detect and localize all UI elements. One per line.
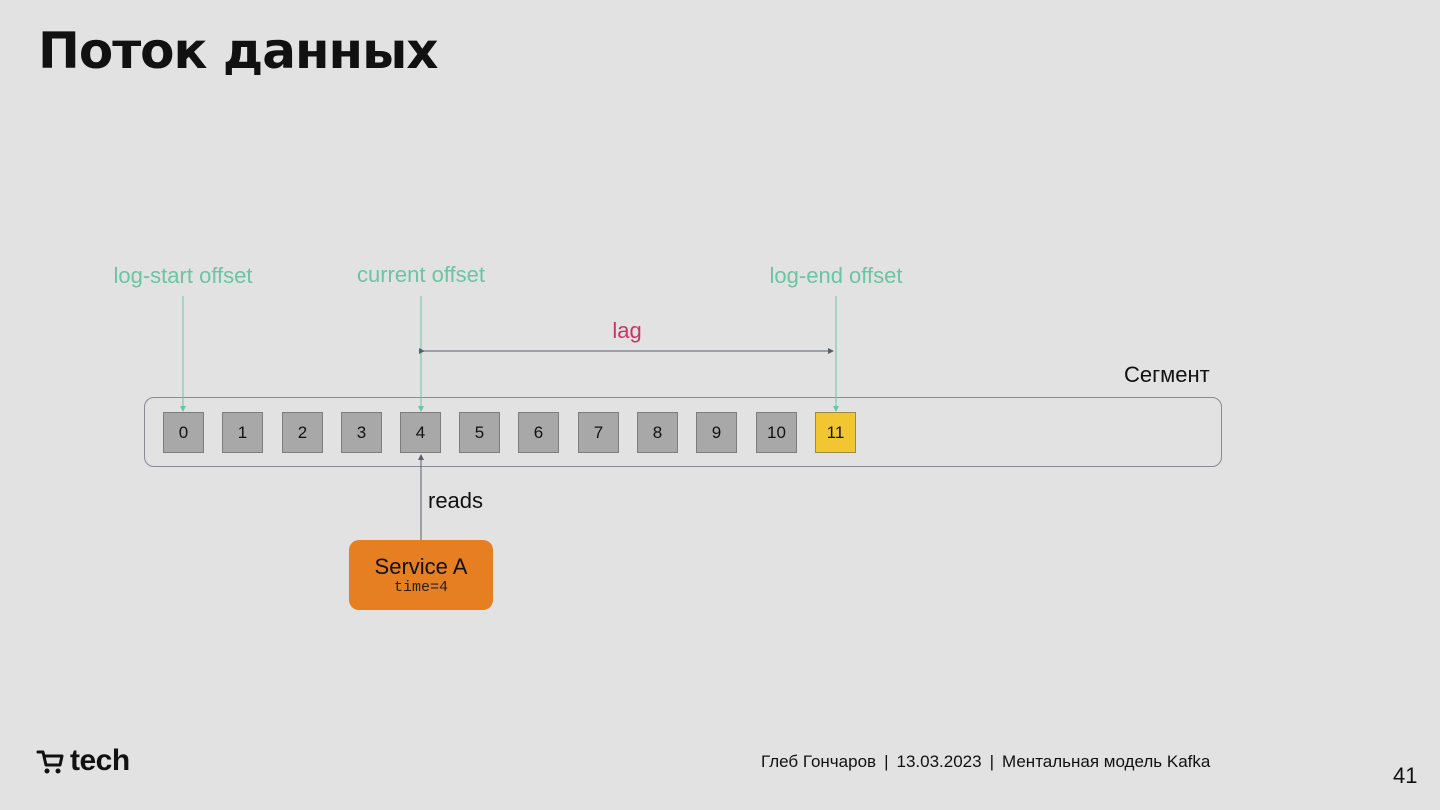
- offset-cell-0: 0: [163, 412, 204, 453]
- footer-talk: Ментальная модель Kafka: [1002, 752, 1211, 771]
- logo-text: tech: [70, 744, 130, 777]
- reads-label: reads: [428, 488, 484, 513]
- segment-label: Сегмент: [1124, 362, 1210, 387]
- cart-icon: [36, 750, 64, 774]
- offset-cell-3: 3: [341, 412, 382, 453]
- company-logo: tech: [36, 744, 130, 778]
- service-name: Service A: [374, 553, 468, 579]
- offset-cell-5: 5: [459, 412, 500, 453]
- offset-cell-4: 4: [400, 412, 441, 453]
- offset-cell-2: 2: [282, 412, 323, 453]
- log-end-offset-label: log-end offset: [769, 263, 903, 288]
- footer-date: 13.03.2023: [896, 752, 982, 771]
- slide-title: Поток данных: [38, 22, 439, 80]
- offset-cell-10: 10: [756, 412, 797, 453]
- offset-cell-9: 9: [696, 412, 737, 453]
- offset-cell-8: 8: [637, 412, 678, 453]
- offset-cell-11: 11: [815, 412, 856, 453]
- segment-container: [144, 397, 1222, 467]
- service-time: time=4: [393, 578, 448, 596]
- offset-cell-1: 1: [222, 412, 263, 453]
- lag-label: lag: [612, 318, 642, 343]
- page-number: 41: [1393, 763, 1418, 788]
- service-a-box: Service A time=4: [349, 540, 493, 610]
- log-start-offset-label: log-start offset: [113, 263, 253, 288]
- footer-author: Глеб Гончаров: [761, 752, 877, 771]
- offset-cell-6: 6: [518, 412, 559, 453]
- offset-cell-7: 7: [578, 412, 619, 453]
- footer-info: Глеб Гончаров|13.03.2023|Ментальная моде…: [761, 752, 1211, 771]
- current-offset-label: current offset: [357, 262, 485, 287]
